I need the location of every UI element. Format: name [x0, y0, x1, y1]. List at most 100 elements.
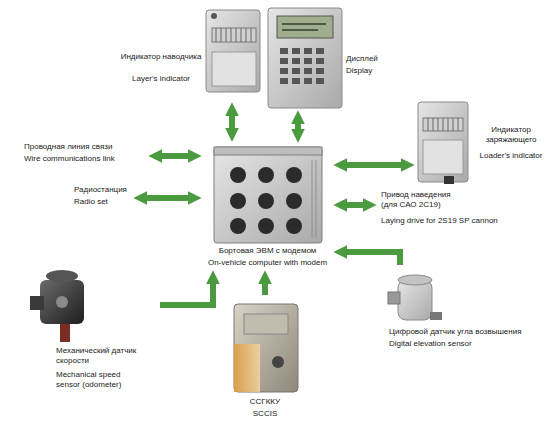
- lcd-text-lines: [282, 24, 326, 30]
- data-link-arrow: [160, 282, 213, 305]
- device-top: [214, 147, 322, 155]
- key: [304, 58, 312, 64]
- elevation-sensor-device: [388, 275, 442, 320]
- device-node: ДисплейDisplay: [262, 2, 395, 112]
- label-english: Display: [346, 66, 394, 76]
- connector: [286, 218, 302, 234]
- device-ribs: [312, 160, 316, 238]
- device-panel: [423, 140, 463, 174]
- layer-indicator-device: [206, 10, 260, 92]
- device-cap: [398, 275, 432, 285]
- device-panel: [244, 314, 288, 334]
- key: [316, 78, 324, 84]
- label-russian: Привод наведения (для САО 2С19): [381, 190, 466, 210]
- device-plug: [430, 312, 442, 320]
- key: [304, 78, 312, 84]
- device-body: [206, 10, 260, 92]
- device-port: [388, 292, 400, 304]
- key: [280, 68, 288, 74]
- lcd-screen: [277, 16, 333, 38]
- loader-indicator-device: [418, 102, 468, 184]
- label-russian: Индикатор заряжающего: [471, 125, 551, 145]
- device-node: РадиостанцияRadio set: [60, 183, 135, 213]
- device-shaft: [30, 296, 44, 310]
- connector: [258, 193, 274, 209]
- key: [292, 78, 300, 84]
- data-link-arrow: [345, 202, 365, 208]
- device-slots: [423, 118, 463, 131]
- device-body: [214, 147, 322, 243]
- speed-sensor-device: [30, 270, 84, 342]
- device-connector: [272, 356, 284, 368]
- key: [292, 58, 300, 64]
- keypad: [280, 48, 324, 84]
- device-body: [40, 280, 84, 324]
- connector: [230, 218, 246, 234]
- device-glow: [234, 344, 260, 392]
- key: [280, 58, 288, 64]
- data-link-arrow: [229, 114, 235, 130]
- connector: [286, 193, 302, 209]
- device-body: [234, 304, 298, 392]
- label-english: Laying drive for 2S19 SP cannon: [381, 216, 525, 226]
- device-node: ССГККУ SCCIS: [225, 295, 305, 424]
- device-plug: [60, 324, 70, 342]
- connector: [258, 218, 274, 234]
- device-slots: [212, 28, 256, 42]
- data-link-arrow: [345, 252, 400, 265]
- data-link-arrow: [262, 282, 268, 295]
- label-russian: Дисплей: [346, 54, 394, 64]
- key: [292, 48, 300, 54]
- label-russian: Радиостанция: [74, 185, 135, 195]
- sccis-device: [234, 304, 298, 392]
- key: [280, 78, 288, 84]
- device-panel: [212, 52, 256, 86]
- connector: [286, 167, 302, 183]
- connectors: [230, 167, 302, 234]
- device-node: Привод наведения (для САО 2С19) Laying dr…: [375, 186, 525, 240]
- device-node: Бортовая ЭВМ с модемомOn-vehicle compute…: [200, 140, 335, 272]
- device-body: [268, 8, 342, 108]
- device-body: [418, 102, 468, 182]
- connector: [230, 167, 246, 183]
- label-russian: Проводная линия связи: [24, 142, 150, 152]
- data-link-arrow: [145, 195, 190, 201]
- display-device: [268, 8, 342, 108]
- label-english: Radio set: [74, 197, 135, 207]
- key: [316, 58, 324, 64]
- computer-device: [214, 147, 322, 243]
- label-english: Mechanical speed sensor (odometer): [56, 370, 146, 390]
- key: [292, 68, 300, 74]
- label-english: Layer's indicator: [118, 74, 204, 84]
- key: [304, 68, 312, 74]
- label-english: On-vehicle computer with modem: [200, 258, 335, 268]
- device-knob: [211, 13, 217, 19]
- data-link-arrow: [295, 122, 301, 131]
- label-russian: Цифровой датчик угла возвышения: [389, 327, 545, 337]
- device-node: Индикатор заряжающегоLoader's indicator: [413, 95, 553, 190]
- device-node: Механический датчик скоростиMechanical s…: [20, 262, 160, 402]
- device-connector: [444, 176, 454, 184]
- label-russian: Бортовая ЭВМ с модемом: [200, 246, 335, 256]
- label-russian: Механический датчик скорости: [56, 346, 146, 366]
- device-node: Цифровой датчик угла возвышенияDigital e…: [383, 265, 545, 353]
- connector: [258, 167, 274, 183]
- key: [316, 48, 324, 54]
- label-english: Wire communications link: [24, 154, 150, 164]
- slot-lines: [428, 118, 458, 131]
- label-russian: Индикатор наводчика: [118, 52, 204, 62]
- device-node: Проводная линия связиWire communications…: [20, 140, 150, 172]
- device-body: [398, 280, 432, 320]
- slot-lines: [216, 28, 251, 42]
- device-flange: [46, 270, 78, 282]
- key: [316, 68, 324, 74]
- data-link-arrow: [160, 153, 190, 159]
- key: [304, 48, 312, 54]
- label-russian: ССГККУ: [225, 397, 305, 407]
- device-hub: [56, 296, 68, 308]
- key: [280, 48, 288, 54]
- device-node: Индикатор наводчикаLayer's indicator: [118, 2, 262, 104]
- label-english: SCCIS: [225, 409, 305, 419]
- label-english: Loader's indicator: [469, 151, 553, 161]
